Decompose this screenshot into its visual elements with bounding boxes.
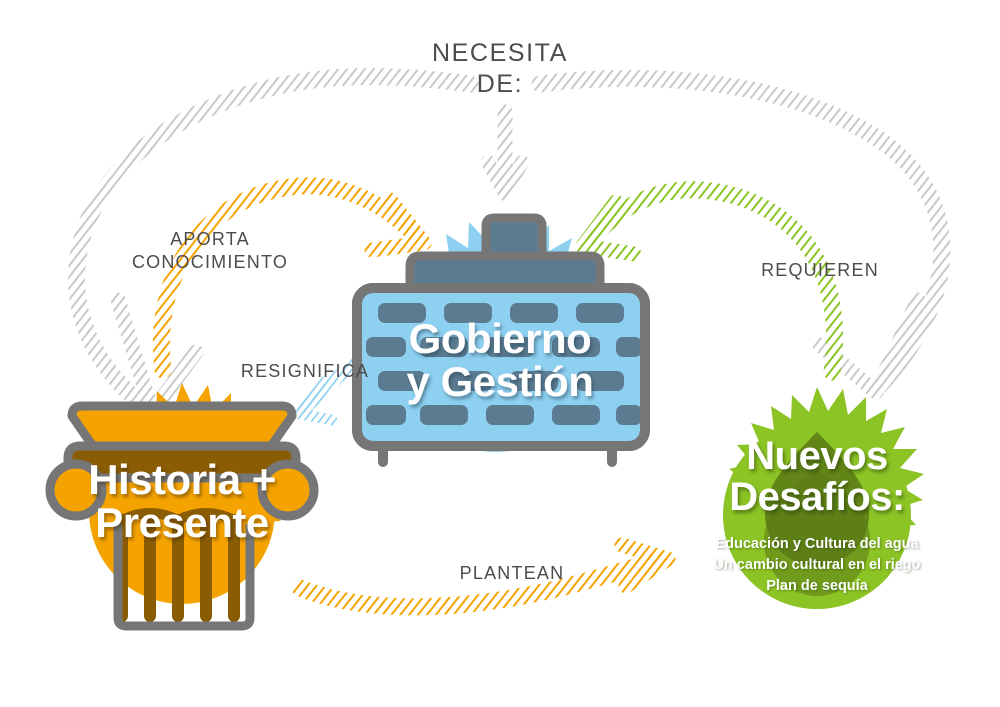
node-historia-presente[interactable] [45, 383, 319, 631]
connector-label-resignifica: RESIGNIFICA [240, 361, 370, 381]
water-drop-leaf-icon [763, 432, 871, 596]
connector-label-plantean: PLANTEAN [459, 563, 565, 583]
connector-necesita-de-arrow [481, 104, 529, 201]
node-gobierno-y-gestion[interactable] [352, 213, 650, 467]
node-nuevos-desafios[interactable] [723, 387, 924, 609]
connector-label-necesita-de: NECESITA DE: [432, 39, 568, 99]
connector-requieren [575, 181, 844, 381]
connector-plantean [291, 537, 676, 616]
connector-aporta-conocimiento [153, 177, 432, 379]
connector-label-aporta-conocimiento: APORTA CONOCIMIENTO [131, 229, 289, 272]
connector-label-requieren: REQUIEREN [761, 260, 879, 280]
dam-brick-wall-icon [352, 213, 650, 467]
ionic-column-capital-icon [45, 401, 319, 631]
